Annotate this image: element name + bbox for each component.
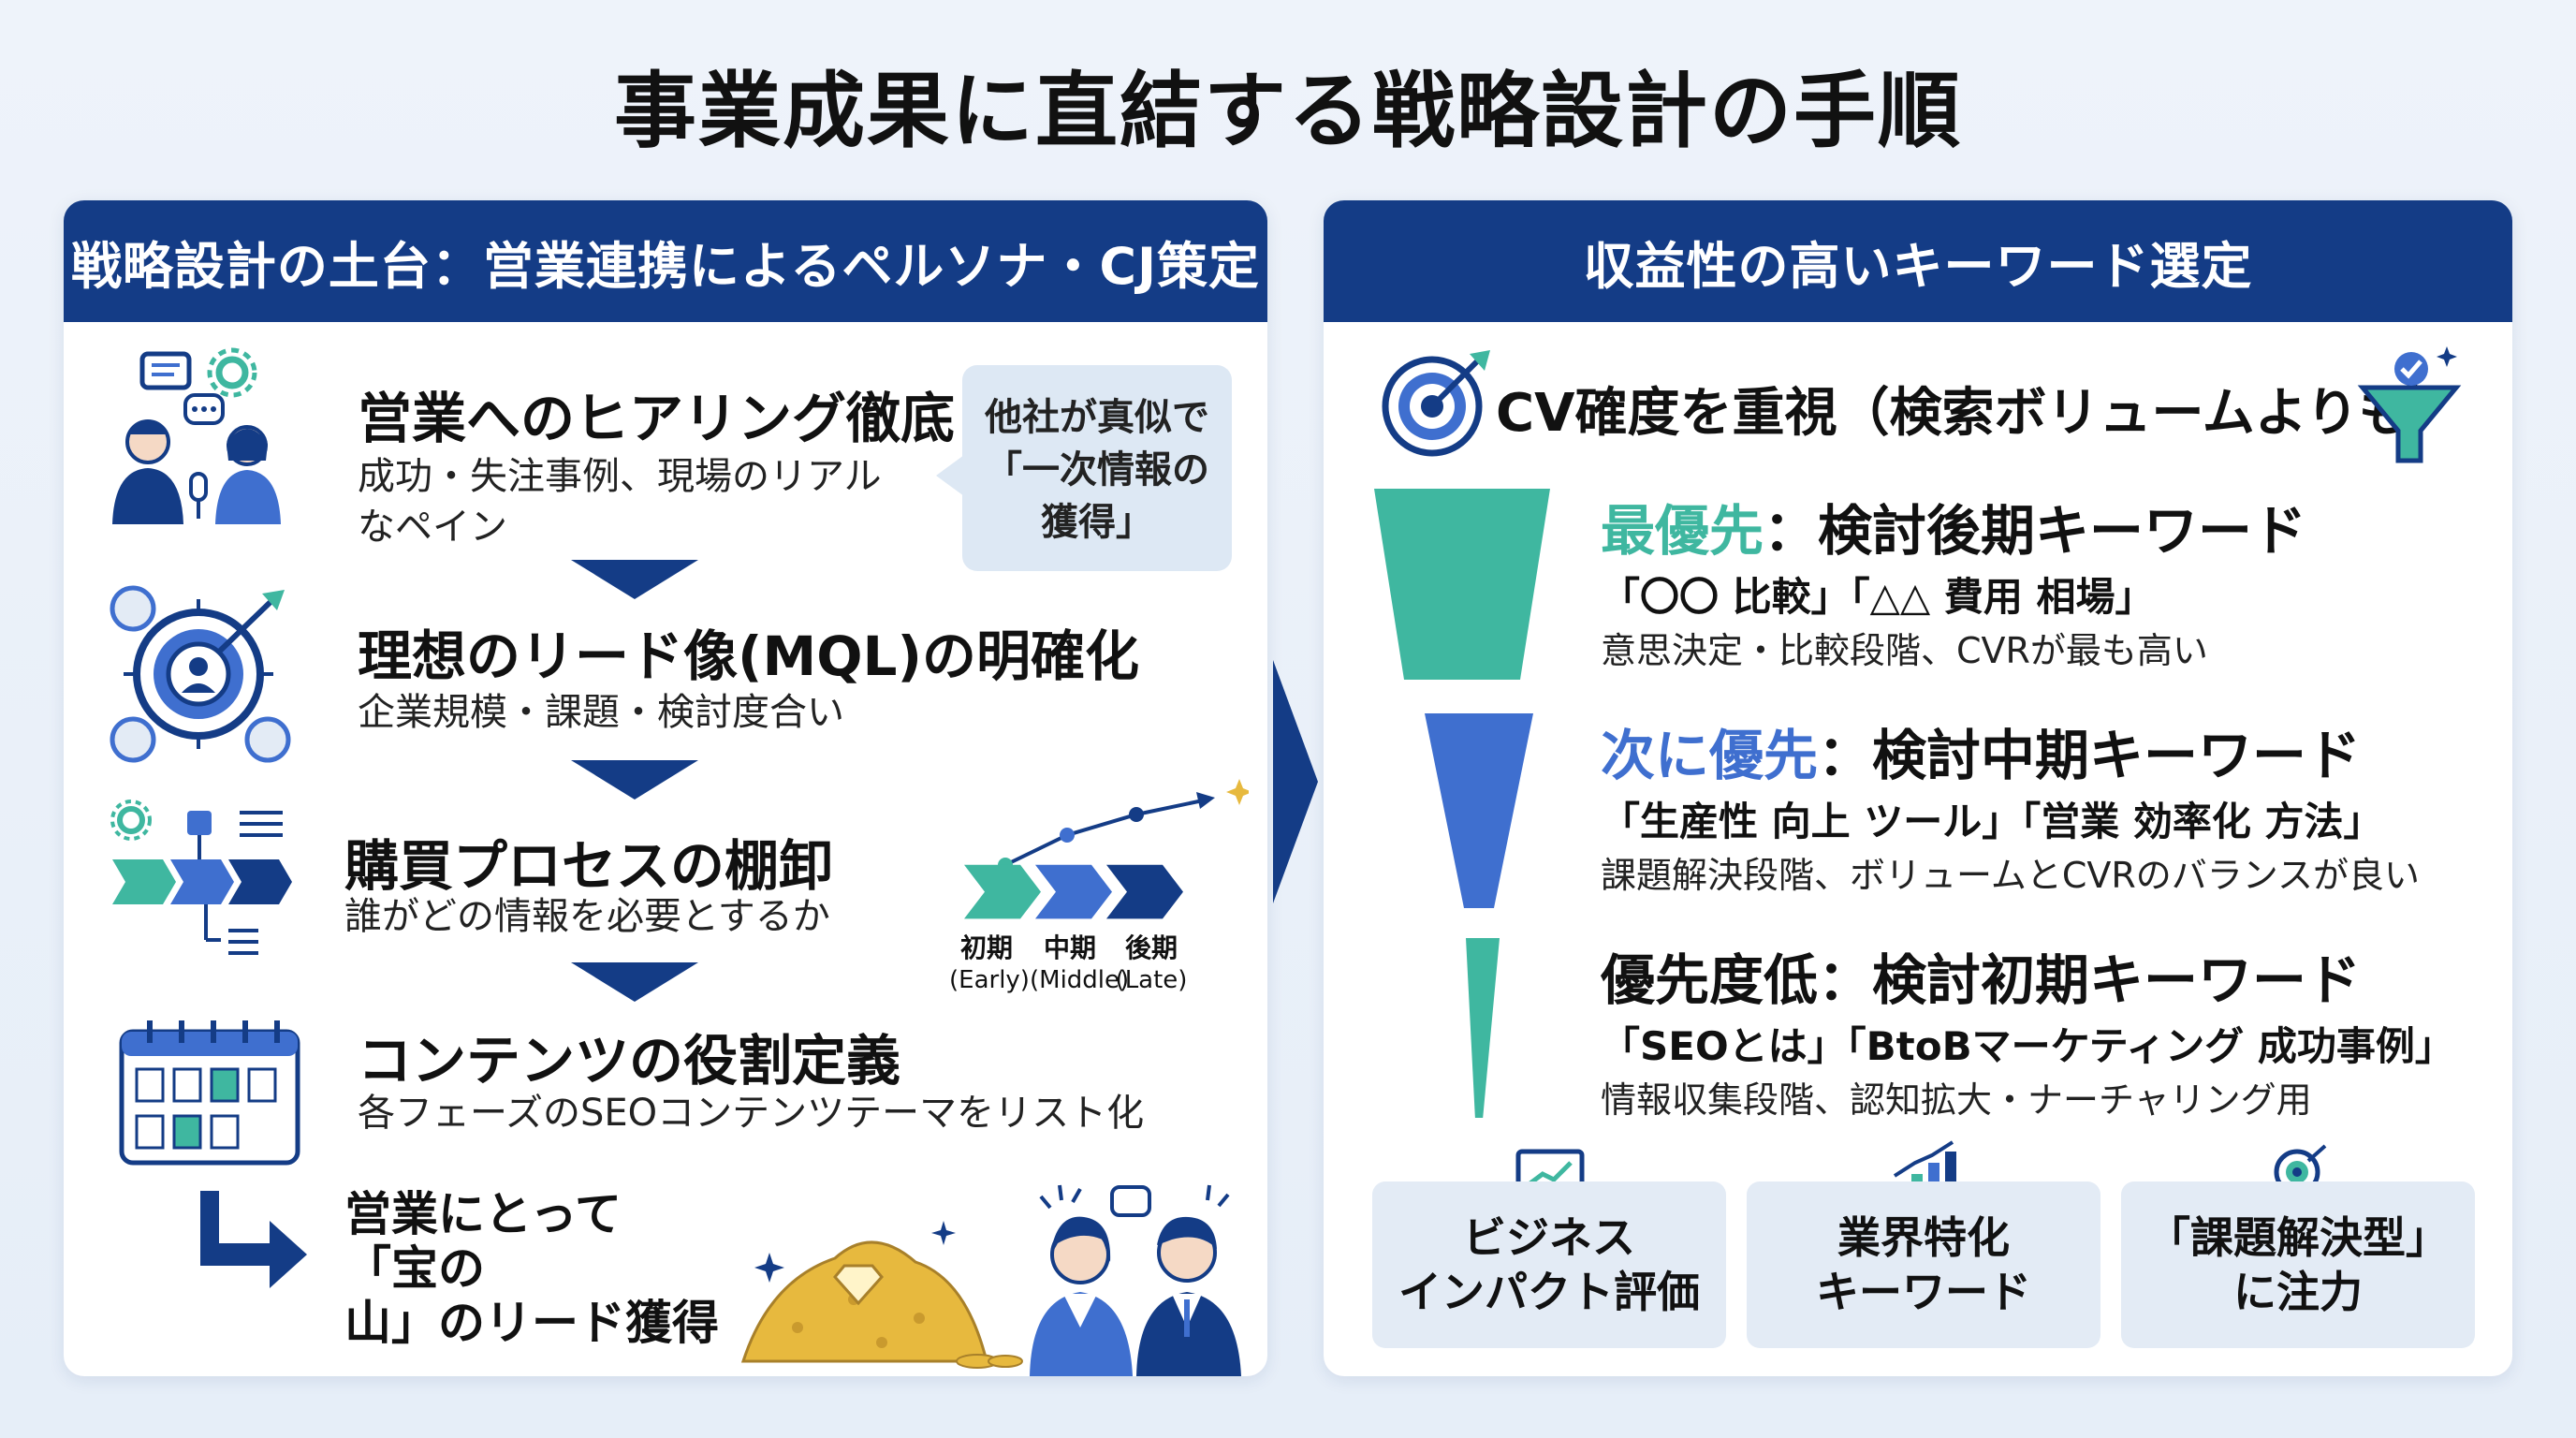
right-panel-header: 収益性の高いキーワード選定 (1324, 200, 2512, 322)
phase-early-en: (Early) (949, 966, 1030, 994)
phase-middle: 中期 (Middle) (1030, 932, 1130, 996)
phase-late-en: (Late) (1115, 966, 1188, 994)
target-persona-icon (110, 585, 291, 763)
down-arrow-3 (571, 962, 698, 1002)
funnel-top-segment (1374, 489, 1550, 680)
card-industry-keywords: 業界特化 キーワード (1747, 1181, 2100, 1348)
result-line1: 営業にとって (344, 1187, 622, 1241)
priority3-title: 優先度低：検討初期キーワード (1601, 936, 2361, 1015)
target-icon (1382, 350, 1490, 457)
priority3-keywords: 「SEOとは」「BtoBマーケティング 成功事例」 (1601, 1023, 2454, 1069)
phase-middle-jp: 中期 (1043, 932, 1096, 963)
priority1-title: 最優先：検討後期キーワード (1601, 487, 2306, 565)
result-line2: 「宝の (344, 1241, 485, 1296)
step3-title: 購買プロセスの棚卸 (344, 834, 834, 898)
down-arrow-1 (571, 560, 698, 599)
left-panel-header: 戦略設計の土台：営業連携によるペルソナ・CJ策定 (64, 200, 1267, 322)
priority1-heading: ：検討後期キーワード (1764, 499, 2307, 563)
step2-sub: 企業規模・課題・検討度合い (358, 691, 844, 734)
bubble-line1: 他社が真似で (985, 396, 1209, 439)
priority3-desc: 情報収集段階、認知拡大・ナーチャリング用 (1601, 1079, 2312, 1121)
unique-info-bubble: 他社が真似で 「一次情報の 獲得」 (936, 365, 1232, 571)
priority2-desc: 課題解決段階、ボリュームとCVRのバランスが良い (1601, 855, 2421, 896)
hearing-people-icon (112, 347, 281, 524)
left-panel: 戦略設計の土台：営業連携によるペルソナ・CJ策定 営業へのヒアリング徹底 成功・… (64, 200, 1267, 1376)
phase-early-jp: 初期 (959, 932, 1013, 963)
step1-sub-line1: 成功・失注事例、現場のリアル (358, 455, 882, 498)
priority2-heading: ：検討中期キーワード (1818, 724, 2362, 787)
card3-line2: に注力 (2233, 1267, 2363, 1317)
phase-late: 後期 (Late) (1114, 932, 1189, 996)
priority1-label: 最優先 (1601, 499, 1764, 563)
process-flow-icon (110, 800, 292, 955)
step1-title: 営業へのヒアリング徹底 (358, 387, 956, 450)
card-business-impact: ビジネス インパクト評価 (1372, 1181, 1726, 1348)
card3-line1: 「課題解決型」 (2147, 1212, 2449, 1263)
priority1-keywords: 「〇〇 比較」「△△ 費用 相場」 (1601, 574, 2155, 620)
phase-chevrons-icon (964, 779, 1249, 919)
step3-sub: 誰がどの情報を必要とするか (344, 895, 830, 938)
card-problem-solving: 「課題解決型」 に注力 (2121, 1181, 2475, 1348)
card1-line2: インパクト評価 (1398, 1267, 1700, 1317)
keyword-funnel (1374, 489, 1550, 1118)
calendar-icon (119, 1020, 300, 1166)
priority1-desc: 意思決定・比較段階、CVRが最も高い (1601, 630, 2208, 671)
card2-line1: 業界特化 (1837, 1212, 2010, 1263)
card2-line2: キーワード (1816, 1267, 2031, 1317)
return-arrow-icon (200, 1191, 307, 1288)
priority3-heading: ：検討初期キーワード (1818, 948, 2362, 1012)
bubble-line2: 「一次情報の (985, 448, 1209, 492)
funnel-bottom-segment (1466, 938, 1500, 1118)
bubble-line3: 獲得」 (1041, 501, 1153, 544)
step4-title: コンテンツの役割定義 (358, 1029, 901, 1093)
panel-connector-arrow (1273, 660, 1318, 903)
result-line3: 山」のリード獲得 (344, 1296, 719, 1350)
card1-line1: ビジネス (1463, 1212, 1635, 1263)
funnel-icon (2357, 346, 2462, 463)
step1-sub-line2: なペイン (358, 506, 507, 549)
priority2-keywords: 「生産性 向上 ツール」「営業 効率化 方法」 (1601, 799, 2383, 844)
page-title: 事業成果に直結する戦略設計の手順 (613, 63, 1962, 159)
phase-late-jp: 後期 (1124, 932, 1178, 963)
funnel-middle-segment (1425, 713, 1533, 908)
priority3-label: 優先度低 (1601, 948, 1819, 1012)
step2-title: 理想のリード像(MQL)の明確化 (358, 624, 1139, 688)
down-arrow-2 (571, 760, 698, 800)
phase-middle-en: (Middle) (1030, 966, 1130, 994)
cv-focus-heading: CV確度を重視（検索ボリュームよりも） (1496, 383, 2464, 444)
gold-pile-people-icon (740, 1184, 1241, 1376)
result-text: 営業にとって 「宝の 山」のリード獲得 (344, 1187, 719, 1350)
priority2-title: 次に優先：検討中期キーワード (1601, 712, 2361, 790)
priority2-label: 次に優先 (1601, 724, 1819, 787)
step4-sub: 各フェーズのSEOコンテンツテーマをリスト化 (358, 1092, 1145, 1135)
phase-early: 初期 (Early) (949, 932, 1030, 996)
